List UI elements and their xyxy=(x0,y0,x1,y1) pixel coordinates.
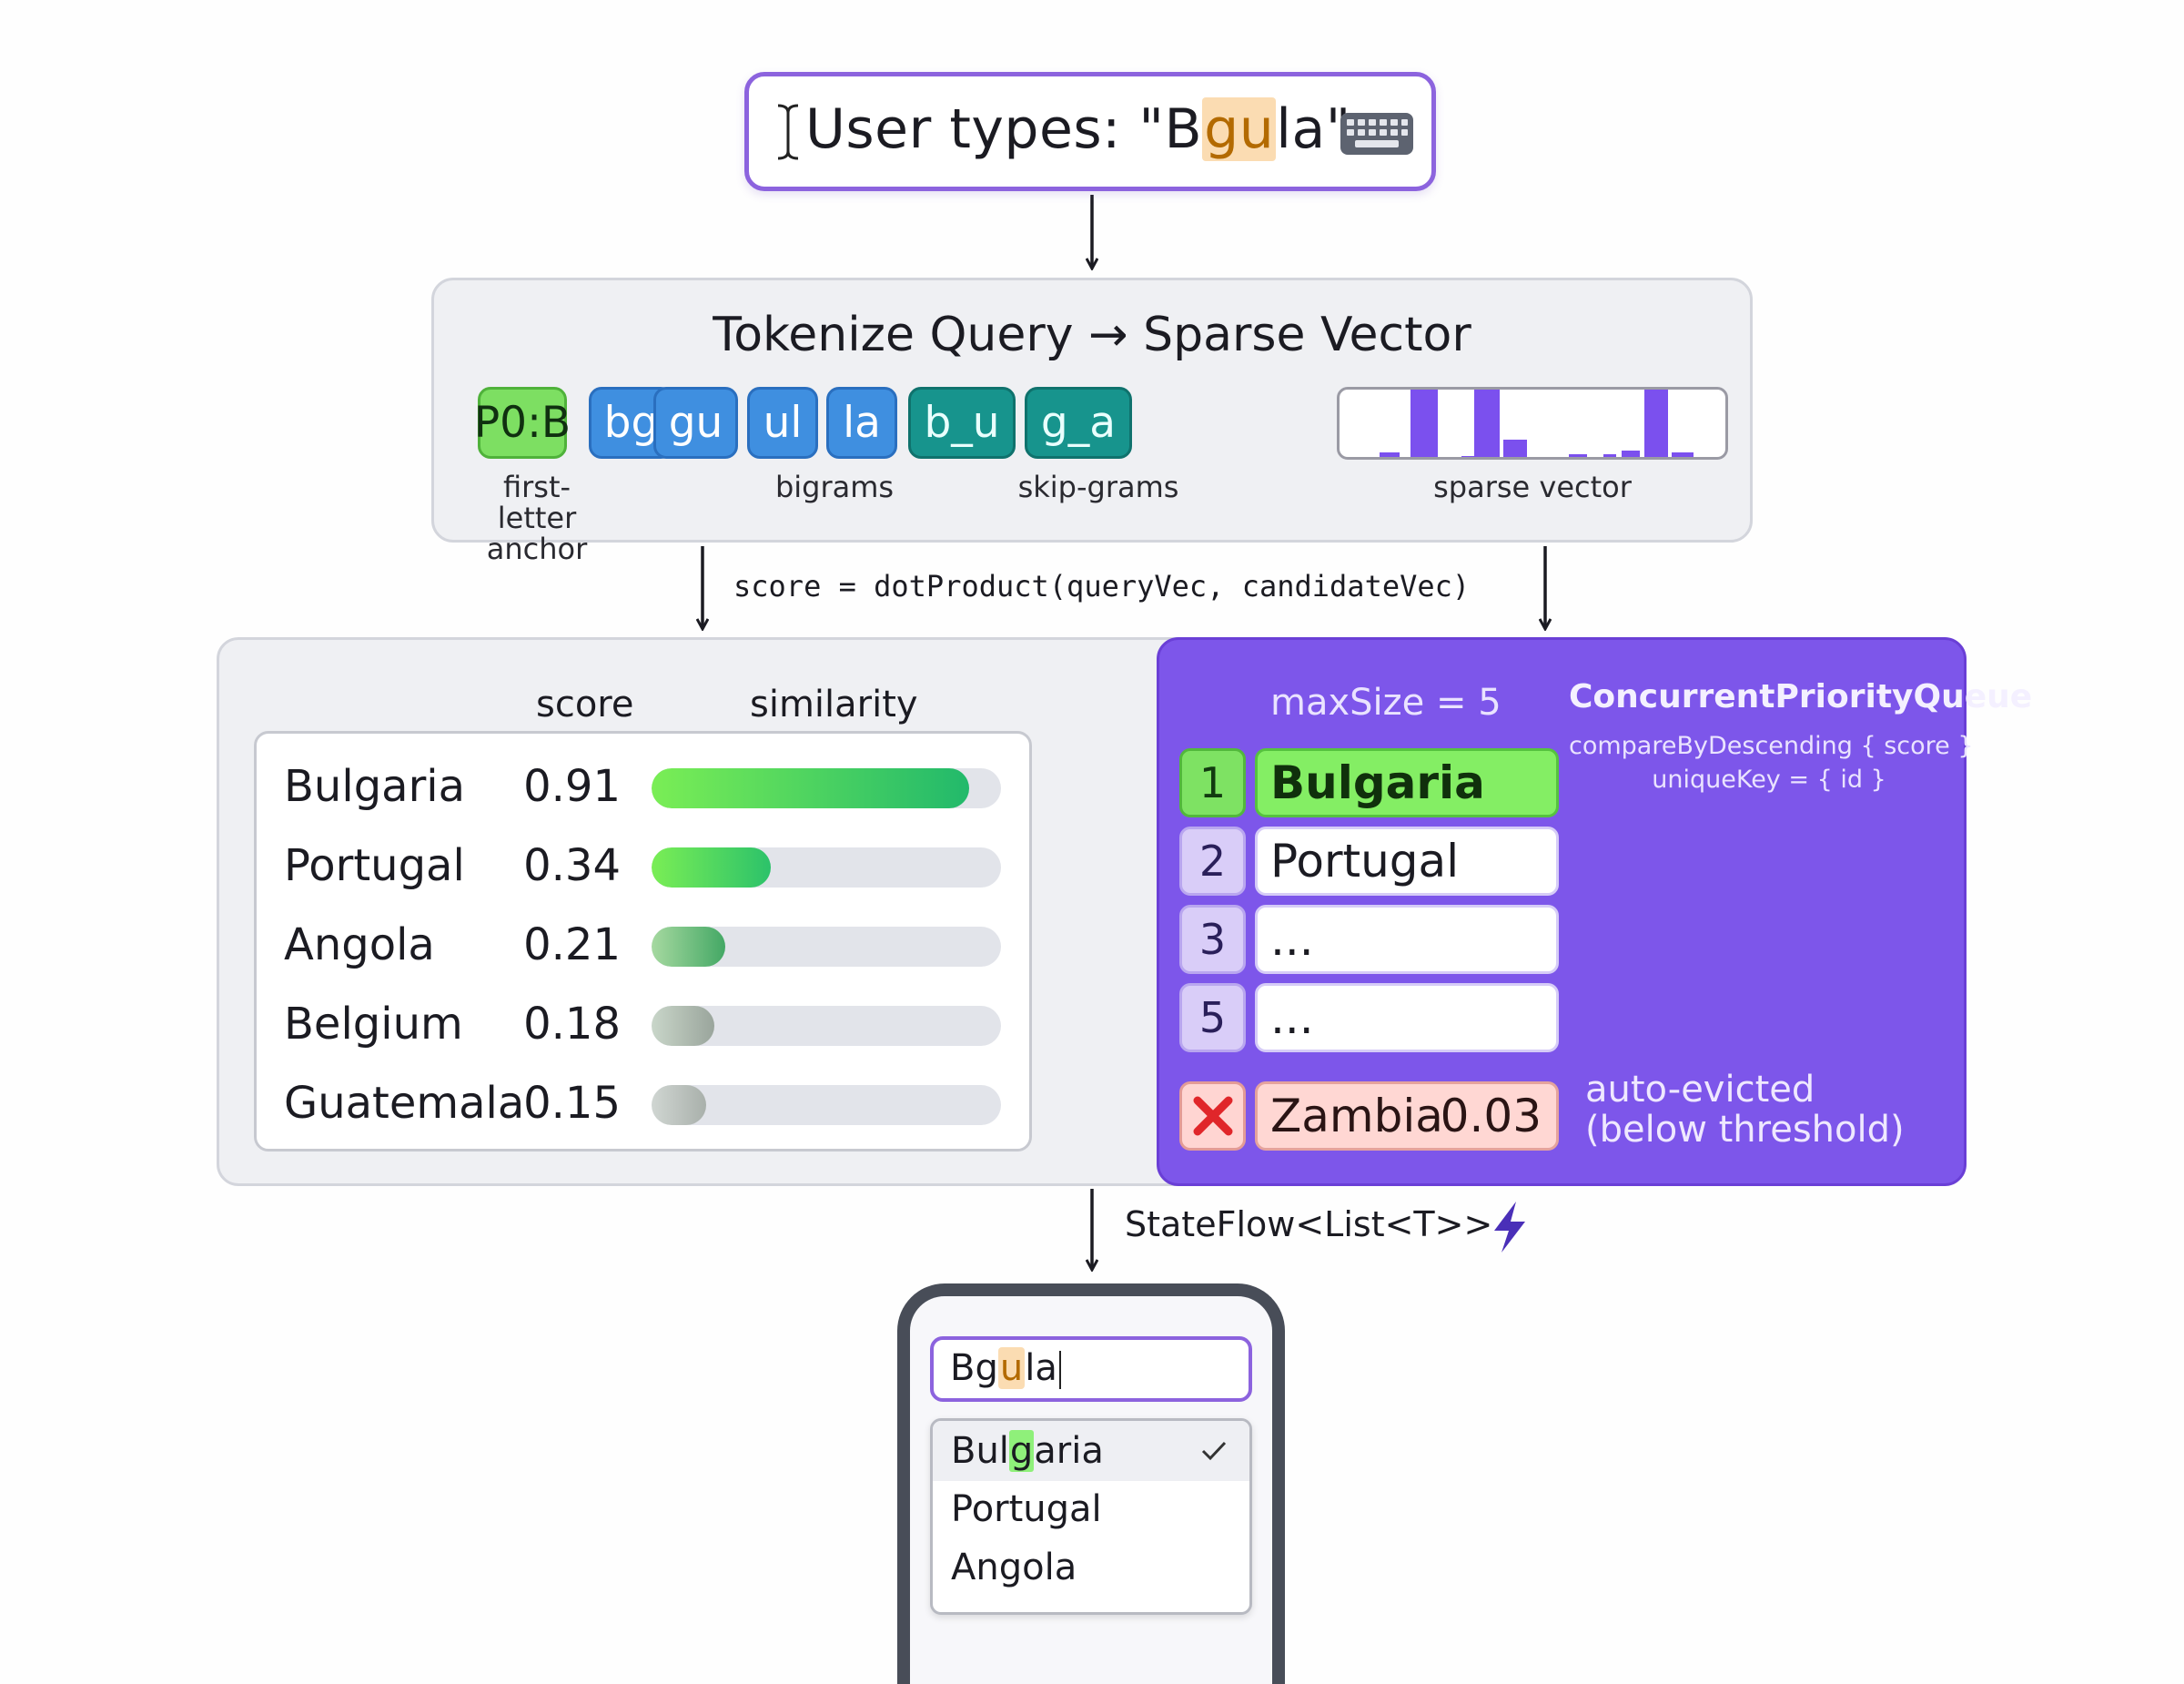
candidate-score: 0.91 xyxy=(523,761,621,812)
phone-search-input[interactable]: Bgula xyxy=(930,1336,1252,1402)
queue-slot-item: Bulgaria xyxy=(1255,748,1559,817)
text-caret xyxy=(1058,1351,1061,1389)
priority-queue-panel: maxSize = 5 ConcurrentPriorityQueue comp… xyxy=(1157,637,2033,1186)
queue-slot-item: ... xyxy=(1255,983,1559,1052)
dropdown-item-text: Bul xyxy=(951,1430,1009,1472)
caption-skipgrams: skip-grams xyxy=(1017,470,1179,504)
queue-slot-rank: 1 xyxy=(1179,748,1246,817)
candidate-name: Portugal xyxy=(284,840,465,891)
dropdown-item-text: Angola xyxy=(951,1547,1077,1588)
token-anchor: P0:B xyxy=(474,387,571,459)
similarity-track xyxy=(652,1006,1001,1046)
sparse-vector-bar xyxy=(1644,390,1668,457)
evicted-score: 0.03 xyxy=(1440,1090,1542,1142)
evicted-note: auto-evicted(below threshold) xyxy=(1585,1069,1905,1151)
caption-sparse-vector: sparse vector xyxy=(1433,470,1632,504)
lightning-bolt-icon xyxy=(1494,1202,1525,1253)
token-skip: b_u xyxy=(908,387,1016,459)
evicted-name: Zambia xyxy=(1270,1090,1443,1142)
similarity-track xyxy=(652,1085,1001,1125)
similarity-track xyxy=(652,768,1001,808)
queue-title: ConcurrentPriorityQueue xyxy=(1569,678,2033,715)
sparse-vector-bar xyxy=(1410,390,1438,457)
token-skip: g_a xyxy=(1025,387,1132,459)
header-score: score xyxy=(536,684,634,725)
token-bigram: ul xyxy=(747,387,818,459)
sparse-vector-bar xyxy=(1569,454,1587,457)
sparse-vector-bar xyxy=(1503,440,1527,457)
dropdown-item-text: aria xyxy=(1034,1430,1104,1472)
similarity-bar xyxy=(652,847,771,888)
similarity-bar xyxy=(652,768,969,808)
dropdown-item-text: Portugal xyxy=(951,1488,1102,1530)
token-bigram: la xyxy=(826,387,897,459)
candidate-score: 0.34 xyxy=(523,840,621,891)
user-input-text: User types: "Bgula" xyxy=(805,97,1351,161)
query-highlight: gu xyxy=(1202,97,1277,161)
queue-slot-item: Portugal xyxy=(1255,827,1559,896)
candidate-name: Belgium xyxy=(284,999,463,1050)
check-icon xyxy=(1201,1441,1227,1461)
score-formula: score = dotProduct(queryVec, candidateVe… xyxy=(733,569,1471,604)
queue-slot-item: ... xyxy=(1255,905,1559,974)
candidate-row: Bulgaria 0.91 xyxy=(257,757,1029,812)
similarity-bar xyxy=(652,1006,714,1046)
tokenize-panel: Tokenize Query → Sparse Vector first-let… xyxy=(431,278,1753,564)
header-similarity: similarity xyxy=(750,684,918,725)
queue-slot-rank: 3 xyxy=(1179,905,1246,974)
text-cursor-icon xyxy=(777,104,799,160)
similarity-bar xyxy=(652,1085,706,1125)
candidate-score: 0.15 xyxy=(523,1078,621,1129)
caption-bigrams: bigrams xyxy=(774,470,895,504)
candidate-score: 0.18 xyxy=(523,999,621,1050)
candidate-row: Portugal 0.34 xyxy=(257,837,1029,891)
queue-slot-rank: 5 xyxy=(1179,983,1246,1052)
evicted-x-icon xyxy=(1179,1081,1246,1151)
candidate-row: Angola 0.21 xyxy=(257,916,1029,970)
similarity-bar xyxy=(652,927,725,967)
sparse-vector-bar xyxy=(1622,451,1640,457)
candidate-name: Bulgaria xyxy=(284,761,466,812)
sparse-vector-bar xyxy=(1603,454,1616,457)
dropdown-item[interactable]: Bulgaria xyxy=(933,1421,1249,1481)
queue-compare-rule: compareByDescending { score } xyxy=(1569,732,1974,760)
sparse-vector-chart xyxy=(1337,387,1728,460)
dropdown-item[interactable]: Portugal xyxy=(933,1479,1249,1539)
tokenize-title: Tokenize Query → Sparse Vector xyxy=(713,308,1471,362)
stateflow-label: StateFlow<List<T>> xyxy=(1125,1204,1493,1244)
sparse-vector-bar xyxy=(1380,452,1400,457)
queue-unique-key: uniqueKey = { id } xyxy=(1652,766,1886,794)
evicted-item: Zambia 0.03 xyxy=(1255,1081,1559,1151)
sparse-vector-bar xyxy=(1474,390,1500,457)
candidate-name: Guatemala xyxy=(284,1078,525,1129)
user-input-box[interactable]: User types: "Bgula" xyxy=(744,72,1436,191)
dropdown-item[interactable]: Angola xyxy=(933,1537,1249,1598)
candidate-score: 0.21 xyxy=(523,919,621,970)
candidate-row: Belgium 0.18 xyxy=(257,995,1029,1050)
sparse-vector-bar xyxy=(1461,456,1480,457)
candidate-name: Angola xyxy=(284,919,435,970)
match-highlight: g xyxy=(1008,1430,1035,1472)
similarity-track xyxy=(652,927,1001,967)
sparse-vector-bar xyxy=(1672,452,1694,457)
queue-slot-rank: 2 xyxy=(1179,827,1246,896)
max-size-label: maxSize = 5 xyxy=(1270,682,1502,724)
similarity-track xyxy=(652,847,1001,888)
keyboard-icon xyxy=(1340,113,1413,155)
token-bigram: gu xyxy=(653,387,738,459)
